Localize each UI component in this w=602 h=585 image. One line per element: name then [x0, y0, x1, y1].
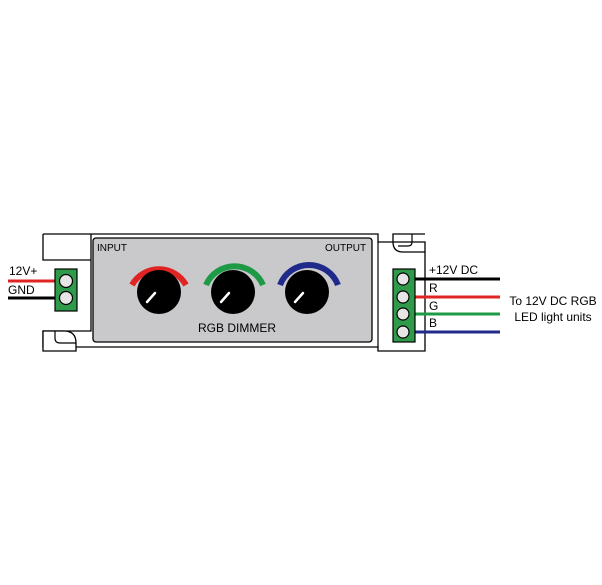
output-label: OUTPUT	[325, 243, 366, 254]
label-b: B	[429, 316, 437, 330]
label-12v-dc: +12V DC	[429, 263, 478, 277]
knob-blue[interactable]	[277, 262, 341, 314]
mount-ear-left	[42, 330, 77, 352]
label-r: R	[429, 281, 438, 295]
output-terminal-block	[392, 268, 416, 343]
knob-green[interactable]	[203, 263, 266, 314]
mount-ear-right	[392, 233, 425, 253]
label-gnd: GND	[8, 283, 35, 297]
input-label: INPUT	[97, 243, 127, 254]
destination-line-1: To 12V DC RGB	[509, 294, 596, 308]
knob-red[interactable]	[129, 266, 189, 314]
input-terminal-block	[54, 268, 78, 312]
destination-line-2: LED light units	[514, 310, 591, 324]
label-12v-plus: 12V+	[9, 264, 37, 278]
device-title: RGB DIMMER	[198, 321, 276, 335]
label-g: G	[429, 299, 438, 313]
